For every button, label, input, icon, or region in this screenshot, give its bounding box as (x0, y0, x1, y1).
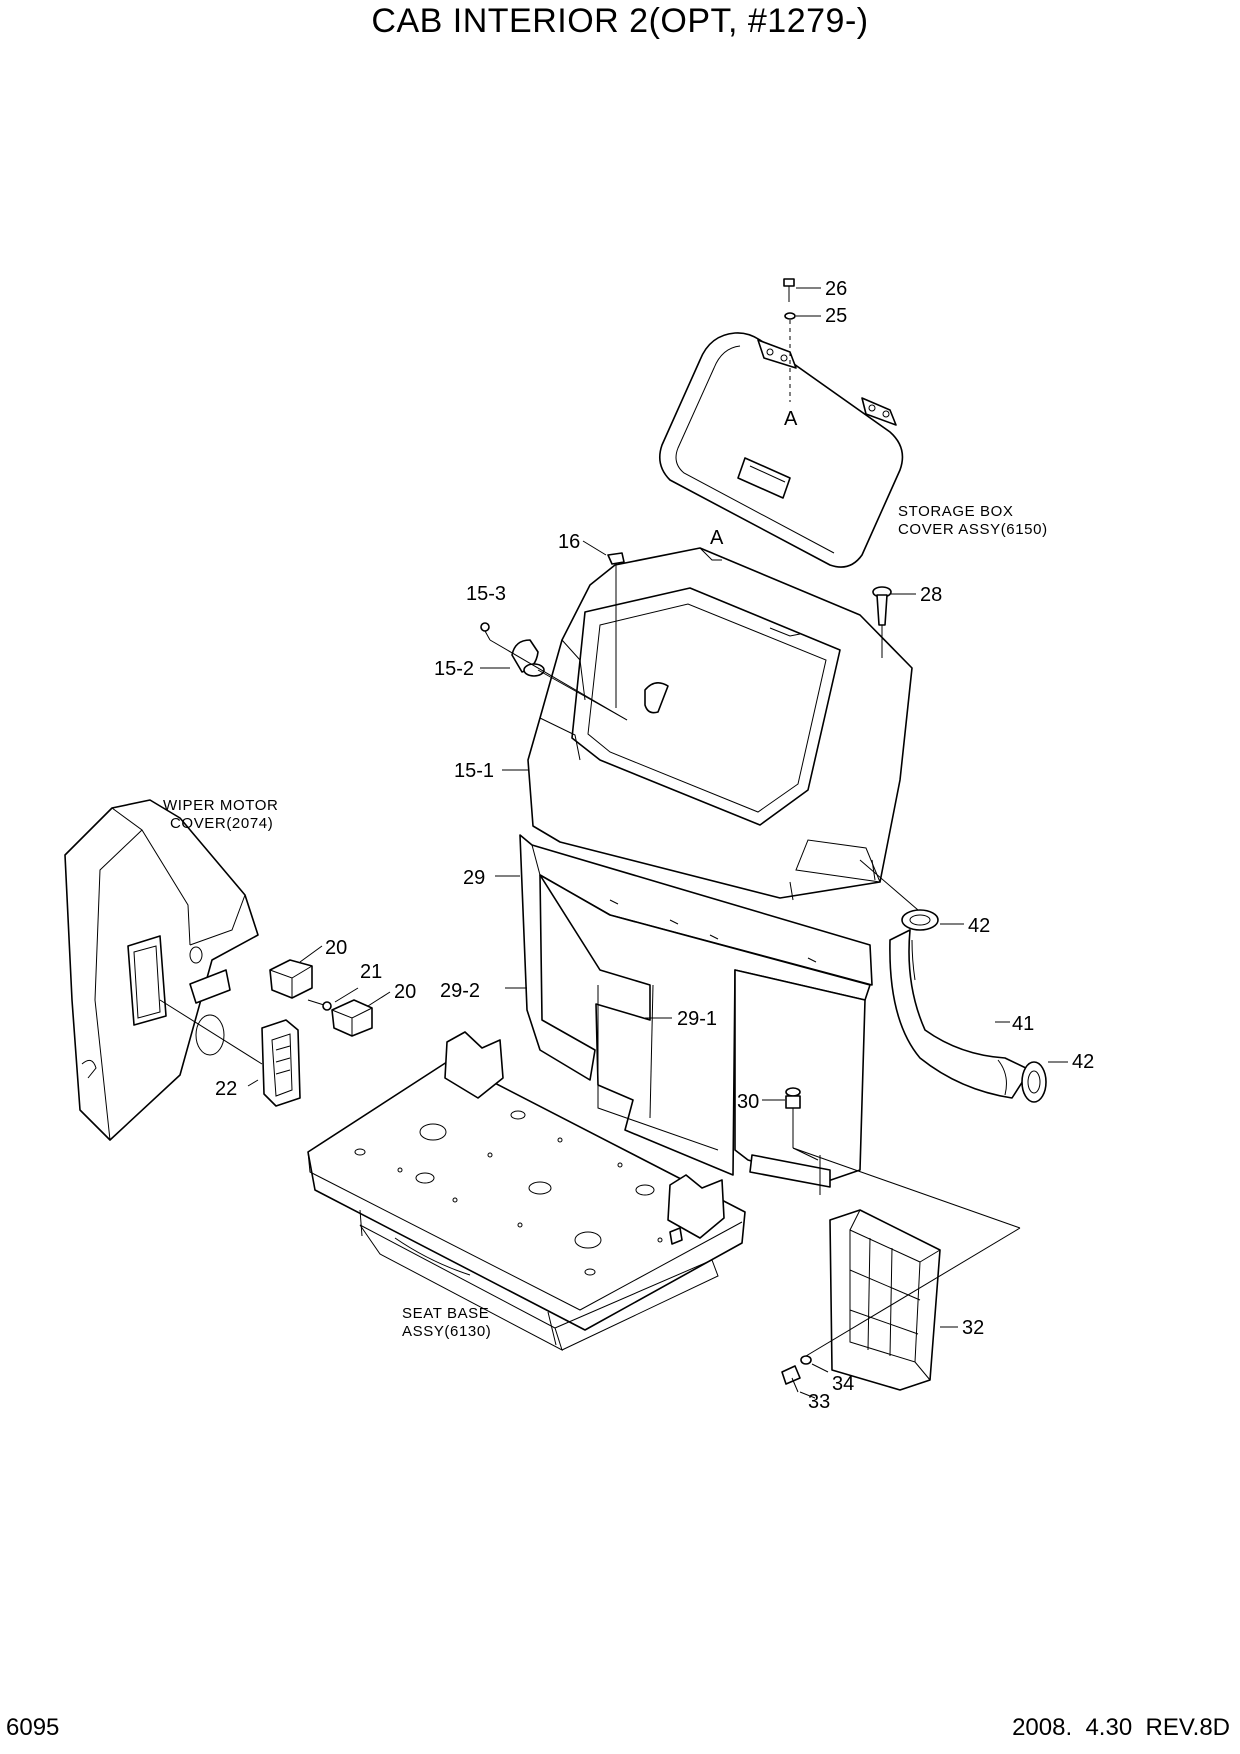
cover-hinge-right (861, 397, 897, 426)
callout-20-upper: 20 (325, 937, 347, 959)
callout-42-bottom: 42 (1072, 1051, 1094, 1073)
storage-box-body (527, 547, 913, 901)
hose-41 (889, 929, 1031, 1099)
grille-32 (829, 1209, 941, 1391)
screw-26 (783, 278, 795, 302)
screw-15-3 (480, 622, 491, 641)
callout-20-lower: 20 (394, 981, 416, 1003)
callout-21: 21 (360, 961, 382, 983)
callout-16: 16 (558, 531, 580, 553)
callout-29-1: 29-1 (677, 1008, 717, 1030)
revision-date: 2008. 4.30 REV.8D (1012, 1714, 1230, 1741)
callout-a-cover: A (784, 408, 798, 430)
bolt-33 (781, 1365, 801, 1393)
note-seat-base-line1: SEAT BASE (402, 1305, 489, 1322)
callout-15-2: 15-2 (434, 658, 474, 680)
callout-26: 26 (825, 278, 847, 300)
note-wiper-line1: WIPER MOTOR (163, 797, 279, 814)
storage-box-cover (659, 332, 904, 568)
panel-29 (519, 834, 873, 1176)
page-number: 6095 (6, 1714, 60, 1741)
callout-30: 30 (737, 1091, 759, 1113)
switch-22 (261, 1019, 301, 1107)
rear-bracket-panel (734, 969, 866, 1195)
note-storage-box-line1: STORAGE BOX (898, 503, 1014, 520)
bolt-30 (785, 1087, 819, 1161)
note-wiper-line2: COVER(2074) (170, 815, 273, 832)
seat-base (307, 1031, 746, 1352)
clamp-42-top (901, 909, 939, 931)
screw-28 (872, 586, 892, 658)
callout-34: 34 (832, 1373, 854, 1395)
washer-25 (784, 312, 796, 320)
callout-42-top: 42 (968, 915, 990, 937)
cap-20-lower (331, 999, 373, 1037)
callout-22: 22 (215, 1078, 237, 1100)
callout-a-box: A (710, 527, 724, 549)
callout-41: 41 (1012, 1013, 1034, 1035)
callout-32: 32 (962, 1317, 984, 1339)
screw-21 (307, 999, 332, 1011)
note-seat-base-line2: ASSY(6130) (402, 1323, 491, 1340)
callout-25: 25 (825, 305, 847, 327)
note-storage-box-line2: COVER ASSY(6150) (898, 521, 1048, 538)
callout-29: 29 (463, 867, 485, 889)
callout-15-3: 15-3 (466, 583, 506, 605)
callout-15-1: 15-1 (454, 760, 494, 782)
callout-28: 28 (920, 584, 942, 606)
clamp-42-bottom (1021, 1061, 1047, 1103)
washer-34 (800, 1355, 812, 1365)
callout-29-2: 29-2 (440, 980, 480, 1002)
page-title: CAB INTERIOR 2(OPT, #1279-) (371, 2, 869, 40)
cover-hinge-left (757, 339, 797, 369)
cap-20-upper (269, 959, 313, 999)
callout-33: 33 (808, 1391, 830, 1413)
cap-16 (607, 552, 625, 708)
wiper-motor-cover (64, 799, 259, 1141)
